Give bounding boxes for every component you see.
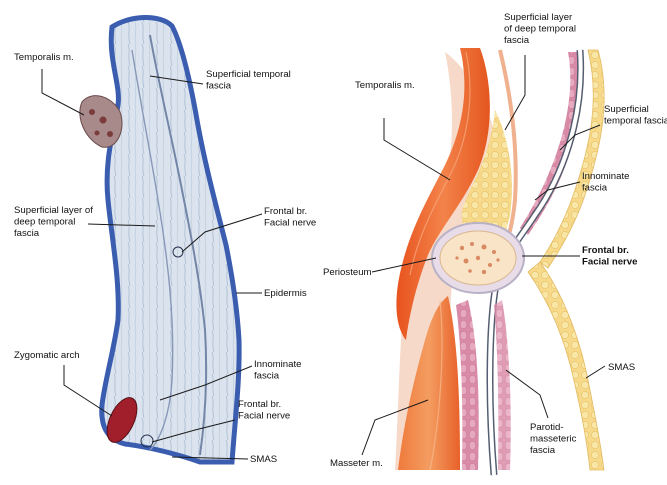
label-superficial-temporal-fascia-right: Superficial temporal fascia	[604, 104, 667, 127]
label-superficial-layer-deep-temporal-fascia-right: Superficial layer of deep temporal fasci…	[504, 12, 579, 46]
label-temporalis-right: Temporalis m.	[355, 80, 415, 91]
label-smas-right: SMAS	[608, 362, 635, 373]
label-frontal-br-right: Frontal br. Facial nerve	[582, 245, 637, 268]
label-deep-temporal-fascia-left: Superficial layer of deep temporal fasci…	[14, 205, 96, 239]
label-zygomatic-arch-left: Zygomatic arch	[14, 350, 80, 361]
label-frontal-br-upper-left: Frontal br. Facial nerve	[264, 206, 316, 229]
label-temporalis-left: Temporalis m.	[14, 52, 74, 63]
leader-smas-right	[586, 366, 605, 378]
label-superficial-temporal-fascia-left: Superficial temporal fascia	[206, 69, 293, 92]
histology-panel: Temporalis m. Superficial temporal fasci…	[14, 17, 316, 465]
temporalis-muscle-histology	[80, 96, 122, 148]
leader-temporalis-right	[384, 118, 450, 180]
leader-parotid-masseteric-right	[506, 370, 548, 418]
illustration-panel: Superficial layer of deep temporal fasci…	[323, 12, 667, 475]
parotid-masseteric-fascia-band	[494, 300, 511, 470]
label-parotid-masseteric-fascia-right: Parotid- masseteric fascia	[530, 422, 579, 456]
label-innominate-fascia-right: Innominate fascia	[582, 171, 632, 194]
label-masseter-right: Masseter m.	[330, 458, 383, 469]
label-smas-left: SMAS	[250, 454, 277, 465]
label-epidermis-left: Epidermis	[264, 288, 307, 299]
label-innominate-fascia-left: Innominate fascia	[254, 359, 304, 382]
label-frontal-br-lower-left: Frontal br. Facial nerve	[238, 399, 290, 422]
label-periosteum-right: Periosteum	[323, 267, 372, 278]
leader-temporalis-left	[42, 69, 84, 115]
